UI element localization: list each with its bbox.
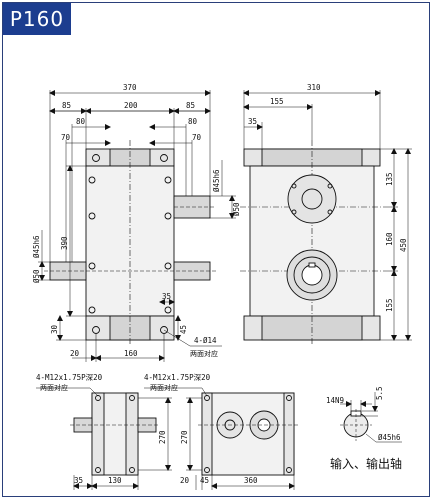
dim-270-mid: 270 [180, 430, 189, 444]
dim-360: 360 [244, 476, 258, 485]
dim-130: 130 [108, 476, 122, 485]
dim-35-bl: 35 [74, 476, 83, 485]
dim-20: 20 [70, 349, 80, 358]
dim-200: 200 [124, 101, 138, 110]
hole-label: 4-Ø14 [194, 336, 217, 345]
dim-30: 30 [50, 324, 59, 334]
dim-80-right: 80 [188, 117, 198, 126]
key-depth: 5.5 [375, 386, 384, 400]
dim-310: 310 [307, 83, 321, 92]
dim-35-side: 35 [248, 117, 257, 126]
dim-370: 370 [123, 83, 137, 92]
dim-70-right: 70 [192, 133, 202, 142]
dim-35: 35 [162, 292, 171, 301]
key-detail [340, 409, 372, 441]
key-dimensions [340, 392, 402, 443]
model-badge: P160 [3, 3, 71, 35]
bottom-left-labels: 4-M12x1.75P深20 两面对应 270 35 130 [36, 373, 167, 485]
dim-155-side: 155 [385, 298, 394, 312]
shaft-dia: Ø45h6 [378, 433, 401, 442]
bottom-left-dimensions [36, 387, 172, 490]
dim-shaft-dia-upper: Ø45h6 [212, 169, 221, 192]
dim-270-left: 270 [158, 430, 167, 444]
drawing-frame: P160 [2, 2, 430, 497]
bottom-mid-dimensions [144, 387, 295, 490]
bottom-mid-labels: 4-M12x1.75P深20 两面对应 270 20 45 360 [144, 373, 258, 485]
dim-45: 45 [179, 325, 188, 334]
dim-85-right: 85 [186, 101, 195, 110]
shaft-caption: 输入、输出轴 [330, 456, 402, 471]
dim-390: 390 [60, 236, 69, 250]
dim-shaft-dia-left: Ø45h6 [32, 235, 41, 258]
front-dim-labels: 370 85 200 85 80 80 70 70 Ø45h6 Ø50 Ø45h… [32, 83, 241, 358]
key-labels: 14N9 5.5 Ø45h6 输入、输出轴 [326, 386, 402, 471]
dim-160-side: 160 [385, 232, 394, 246]
bottom-mid-view [198, 392, 300, 476]
dim-50-right: Ø50 [232, 202, 241, 216]
thread-note-mid: 两面对应 [150, 383, 178, 392]
thread-note-left: 两面对应 [40, 383, 68, 392]
front-dimensions [38, 90, 236, 362]
dim-135: 135 [385, 172, 394, 186]
side-dim-labels: 310 155 35 135 160 450 155 [248, 83, 408, 312]
side-dimensions [243, 90, 412, 341]
dim-450: 450 [399, 238, 408, 252]
dim-155-top: 155 [270, 97, 284, 106]
dim-50-left: Ø50 [32, 269, 41, 283]
thread-label-mid: 4-M12x1.75P深20 [144, 373, 211, 382]
dim-85-left: 85 [62, 101, 71, 110]
thread-label-left: 4-M12x1.75P深20 [36, 373, 103, 382]
dim-45-mid: 45 [200, 476, 209, 485]
hole-note: 两面对应 [190, 349, 218, 358]
dim-80-left: 80 [76, 117, 86, 126]
dim-70-left: 70 [61, 133, 71, 142]
key-width: 14N9 [326, 396, 344, 405]
bottom-left-view [70, 392, 160, 476]
dim-20-mid: 20 [180, 476, 190, 485]
front-view [44, 140, 216, 345]
dim-160: 160 [124, 349, 138, 358]
side-view [240, 140, 386, 346]
